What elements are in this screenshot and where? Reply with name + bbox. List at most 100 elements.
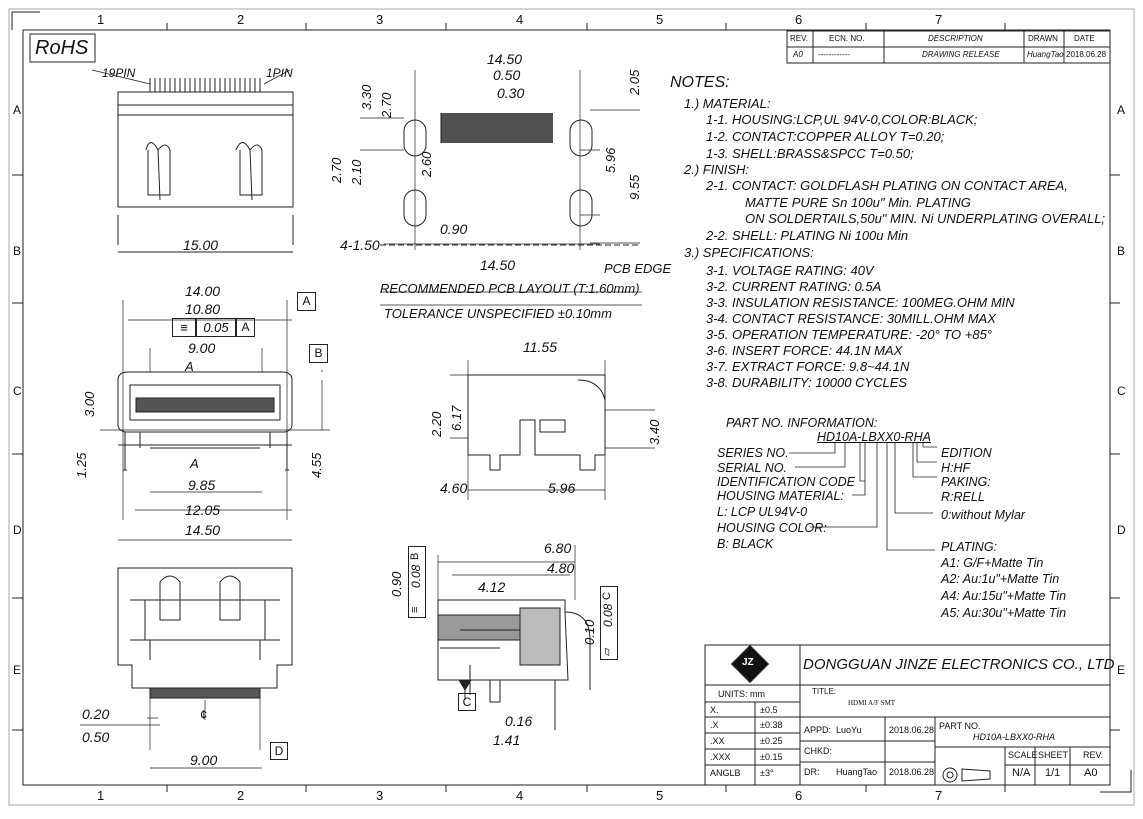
sheet-value: 1/1 (1045, 767, 1061, 779)
dim-label: 9.85 (188, 477, 216, 493)
dim-label: 0.30 (497, 85, 525, 101)
rev-header: ECN. NO. (829, 34, 865, 43)
rev-cell: 2018.06.28 (1066, 50, 1107, 59)
company-logo: JZ (742, 657, 754, 668)
note-line: 2-1. CONTACT: GOLDFLASH PLATING ON CONTA… (706, 178, 1068, 193)
fcf-c-box (600, 586, 618, 660)
part-right-label: 0:without Mylar (941, 508, 1026, 522)
part-right-label: H:HF (941, 461, 971, 475)
bottom-view (80, 567, 293, 769)
dim-label: 10.80 (185, 301, 221, 317)
note-line: 3-3. INSULATION RESISTANCE: 100MEG.OHM M… (706, 295, 1015, 310)
dim-label: 0.90 (440, 221, 468, 237)
dim-label: 1.25 (74, 452, 89, 478)
note-line: 3-5. OPERATION TEMPERATURE: -20° TO +85° (706, 327, 992, 342)
tol-value: ±3° (760, 768, 774, 778)
dim-label: 11.55 (523, 339, 557, 355)
side-view (450, 360, 655, 500)
row-label: B (1117, 244, 1126, 258)
part-left-label: L: LCP UL94V-0 (717, 505, 808, 519)
pin19-label: 19PIN (102, 66, 136, 80)
partno-value: HD10A-LBXX0-RHA (973, 732, 1056, 742)
rev-cell: DRAWING RELEASE (922, 50, 1000, 59)
col-label: 6 (795, 788, 803, 803)
col-label: 5 (656, 788, 664, 803)
dim-label: 2.05 (627, 69, 642, 95)
part-right-label: EDITION (941, 446, 992, 460)
tol-key: .XX (710, 736, 725, 746)
dim-label: 14.50 (185, 522, 221, 538)
row-label: C (1117, 384, 1126, 398)
front-view (100, 300, 330, 541)
col-label: 6 (795, 12, 803, 27)
dim-label: 3.00 (82, 391, 97, 417)
fcf-b-box (408, 546, 426, 618)
row-label: E (13, 663, 22, 677)
dim-label: 1.41 (493, 732, 521, 748)
fcf-c-ref: C (601, 592, 613, 600)
col-label: 4 (516, 788, 524, 803)
tol-value: ±0.15 (760, 752, 783, 762)
rev-value: A0 (1084, 767, 1098, 779)
dim-label: 5.96 (603, 147, 618, 173)
note-line: 2-2. SHELL: PLATING Ni 100u Min (706, 228, 909, 243)
appd-date: 2018.06.28 (889, 725, 935, 735)
tol-value: ±0.38 (760, 720, 783, 730)
col-label: 4 (516, 12, 524, 27)
dim-label: 15.00 (183, 237, 219, 253)
rohs-mark: RoHS (35, 37, 89, 59)
company-name: DONGGUAN JINZE ELECTRONICS CO., LTD (803, 656, 1115, 673)
tol-value: ±0.25 (760, 736, 783, 746)
rev-header: DESCRIPTION (928, 34, 983, 43)
fcf-b-sym: ≡ (409, 606, 421, 613)
row-label: C (13, 384, 22, 398)
scale-value: N/A (1012, 767, 1031, 779)
notes-title: NOTES: (670, 74, 730, 91)
dim-label: 4.55 (309, 452, 324, 478)
centerline-mark: ¢ (200, 707, 208, 722)
dim-label: 12.05 (185, 502, 221, 518)
part-left-label: HOUSING COLOR: (717, 521, 827, 535)
sheet-label: SHEET (1038, 750, 1069, 760)
dim-label: 2.70 (379, 92, 394, 118)
dim-label: 2.20 (429, 411, 444, 437)
dim-label: 2.10 (349, 159, 364, 185)
tol-key: .X (710, 720, 719, 730)
dim-label: 0.50 (493, 67, 521, 83)
part-right-label: PLATING: (941, 540, 998, 554)
section-view (437, 545, 591, 730)
note-line: 1.) MATERIAL: (684, 96, 771, 111)
row-label: A (13, 103, 22, 117)
note-line: 3-8. DURABILITY: 10000 CYCLES (706, 375, 908, 390)
row-label: B (13, 244, 22, 258)
part-left-label: B: BLACK (717, 537, 774, 551)
scale-label: SCALE (1008, 750, 1038, 760)
dim-label: 9.00 (190, 752, 218, 768)
section-mark: A (190, 456, 199, 471)
partno-label: PART NO. (939, 721, 981, 731)
note-line: 3-2. CURRENT RATING: 0.5A (706, 279, 882, 294)
part-right-label: R:RELL (941, 490, 985, 504)
part-right-label: PAKING: (941, 475, 991, 489)
part-right-label: A2: Au:1u"+Matte Tin (941, 572, 1060, 586)
rev-header: DRAWN (1028, 34, 1058, 43)
part-left-label: HOUSING MATERIAL: (717, 489, 844, 503)
dim-label: 0.20 (82, 706, 110, 722)
dr-label: DR: (804, 767, 820, 777)
dim-label: 4.12 (478, 579, 506, 595)
fcf-b-val: 0.08 (409, 564, 423, 588)
dim-label: 5.96 (548, 480, 576, 496)
col-label: 3 (376, 12, 384, 27)
col-label: 5 (656, 12, 664, 27)
dim-label: 0.50 (82, 729, 110, 745)
datum-d: D (270, 742, 288, 760)
dim-label: 0.90 (389, 571, 404, 597)
note-line: 3-7. EXTRACT FORCE: 9.8~44.1N (706, 359, 910, 374)
dr-date: 2018.06.28 (889, 767, 935, 777)
note-line: 3-1. VOLTAGE RATING: 40V (706, 263, 874, 278)
col-label: 1 (97, 12, 105, 27)
part-number-code: HD10A-LBXX0-RHA (817, 430, 931, 444)
dim-label: 14.50 (480, 257, 516, 273)
part-left-label: SERIAL NO. (717, 461, 787, 475)
